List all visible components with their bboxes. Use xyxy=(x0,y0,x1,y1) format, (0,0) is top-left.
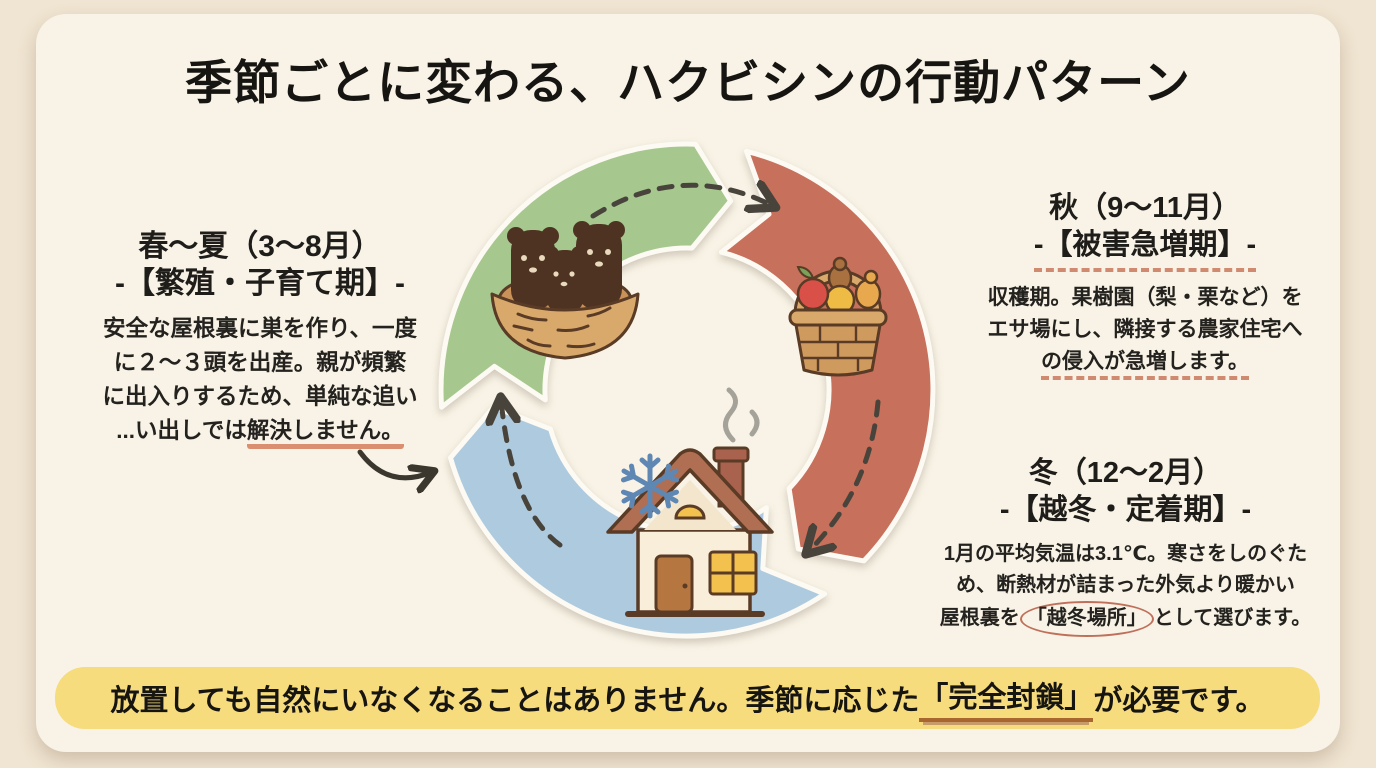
spring-summer-body-line: に２〜３頭を出産。親が頻繁 xyxy=(113,350,407,375)
spring-summer-subheading: -【繁殖・子育て期】- xyxy=(115,267,405,300)
card: 季節ごとに変わる、ハクビシンの行動パターン xyxy=(36,14,1340,752)
cycle-arrow-winter-to-spring xyxy=(501,400,563,548)
winter-last-line-prefix: 屋根裏を xyxy=(939,607,1020,629)
cycle-arrow-spring-to-autumn xyxy=(590,185,773,219)
spring-summer-body-line: ...い出しでは解決しません。 xyxy=(70,414,450,449)
spring-summer-last-line-prefix: ...い出しでは xyxy=(116,418,247,443)
spring-summer-underlined-text: 解決しません。 xyxy=(246,418,404,449)
winter-last-line-suffix: として選びます。 xyxy=(1153,607,1312,629)
page-title: 季節ごとに変わる、ハクビシンの行動パターン xyxy=(185,56,1191,109)
banner-text-suffix: が必要です。 xyxy=(1093,685,1265,717)
civet-cubs xyxy=(507,221,625,314)
autumn-heading: 秋（9〜11月） xyxy=(1049,192,1241,224)
winter-body-line: め、断熱材が詰まった外気より暖かい xyxy=(956,574,1295,596)
autumn-body-line: 収穫期。果樹園（梨・栗など）を xyxy=(987,286,1303,309)
seasonal-cycle-diagram xyxy=(438,141,936,639)
pointer-arrow-icon xyxy=(357,449,452,496)
autumn-underlined-text: の侵入が急増します。 xyxy=(1041,350,1249,380)
winter-body-line: 1月の平均気温は3.1℃。寒さをしのぐた xyxy=(943,543,1308,565)
autumn-subheading: -【被害急増期】- xyxy=(940,227,1350,272)
winter-heading: 冬（12〜2月） xyxy=(1028,457,1223,489)
winter-body-line: 屋根裏を「越冬場所」として選びます。 xyxy=(893,601,1358,637)
nest-icon xyxy=(490,221,640,360)
conclusion-banner: 放置しても自然にいなくなることはありません。季節に応じた「完全封鎖」が必要です。 xyxy=(55,667,1320,729)
winter-circled-text: 「越冬場所」 xyxy=(1019,601,1154,637)
house-icon xyxy=(606,387,774,617)
cycle-arrow-autumn-to-winter xyxy=(808,399,881,552)
spring-summer-heading: 春〜夏（3〜8月） xyxy=(138,230,382,263)
spring-summer-body-line: に出入りするため、単純な追い xyxy=(102,384,418,409)
winter-subheading: -【越冬・定着期】- xyxy=(999,494,1252,526)
autumn-body-line: の侵入が急増します。 xyxy=(940,346,1350,380)
season-block-spring-summer: 春〜夏（3〜8月） -【繁殖・子育て期】- 安全な屋根裏に巣を作り、一度 に２〜… xyxy=(70,228,450,449)
smoke-icon xyxy=(723,387,760,443)
banner-text-prefix: 放置しても自然にいなくなることはありません。季節に応じた xyxy=(110,685,920,717)
season-block-winter: 冬（12〜2月） -【越冬・定着期】- 1月の平均気温は3.1℃。寒さをしのぐた… xyxy=(893,455,1358,637)
banner-underlined-text: 「完全封鎖」 xyxy=(919,674,1094,722)
autumn-body-line: エサ場にし、隣接する農家住宅へ xyxy=(987,318,1303,341)
autumn-subheading-text: -【被害急増期】- xyxy=(1033,227,1257,272)
fruit-basket-icon xyxy=(788,256,888,377)
spring-summer-body-line: 安全な屋根裏に巣を作り、一度 xyxy=(102,316,418,341)
season-block-autumn: 秋（9〜11月） -【被害急増期】- 収穫期。果樹園（梨・栗など）を エサ場にし… xyxy=(940,190,1350,380)
